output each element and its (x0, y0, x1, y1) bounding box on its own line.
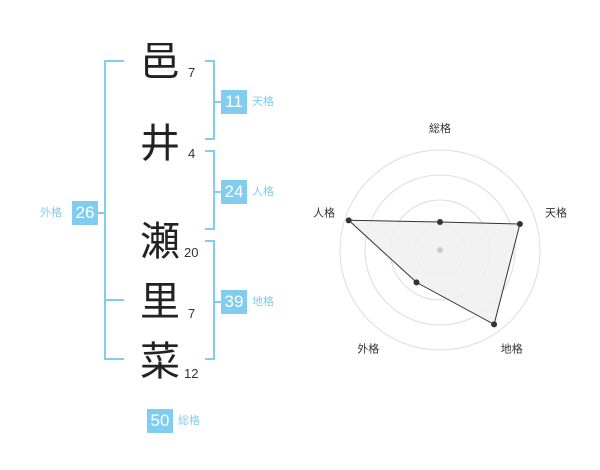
gaikaku-bracket (104, 60, 124, 360)
stroke-count-5: 12 (184, 366, 199, 381)
grid-ring-3 (364, 174, 516, 326)
name-char-4: 里 (140, 279, 180, 325)
chikaku-value: 39 (221, 290, 247, 314)
radar-point-4 (413, 279, 420, 286)
tenkaku-bracket (205, 60, 215, 140)
soukaku-value: 50 (147, 409, 173, 433)
stroke-count-2: 4 (188, 146, 196, 161)
radar-axis-label-2: 天格 (545, 205, 567, 219)
radar-point-3 (491, 321, 498, 328)
jinkaku-value: 24 (221, 180, 247, 204)
radar-axis-label-1: 総格 (429, 121, 451, 135)
jinkaku-bracket-tick (215, 191, 221, 193)
radar-axis-label-3: 地格 (501, 342, 523, 356)
radar-center-dot (437, 247, 443, 253)
radar-point-2 (516, 221, 523, 228)
jinkaku-bracket (205, 150, 215, 230)
stroke-count-1: 7 (188, 65, 196, 80)
stroke-count-4: 7 (188, 306, 196, 321)
chikaku-label: 地格 (252, 295, 274, 308)
chikaku-bracket (205, 240, 215, 360)
tenkaku-bracket-tick (215, 101, 221, 103)
radar-point-5 (345, 217, 352, 224)
name-char-2: 井 (140, 121, 180, 167)
radar-axis-label-5: 人格 (313, 205, 335, 219)
name-char-3: 瀬 (140, 219, 180, 265)
tenkaku-value: 11 (221, 90, 247, 114)
soukaku-label: 総格 (178, 414, 200, 427)
grid-ring-4 (339, 149, 541, 351)
chikaku-bracket-tick (215, 301, 221, 303)
gaikaku-label: 外格 (40, 206, 62, 219)
gaikaku-value: 26 (72, 201, 98, 225)
stroke-count-3: 20 (184, 245, 199, 260)
gaikaku-bracket-mid-tick (106, 299, 124, 301)
jinkaku-label: 人格 (252, 185, 274, 198)
name-char-1: 邑 (140, 39, 180, 85)
name-char-5: 菜 (140, 339, 180, 385)
radar-area (347, 219, 521, 326)
radar-point-1 (437, 219, 443, 225)
radar-axis-label-4: 外格 (357, 342, 379, 356)
tenkaku-label: 天格 (252, 95, 274, 108)
gaikaku-bracket-tick (98, 212, 104, 214)
